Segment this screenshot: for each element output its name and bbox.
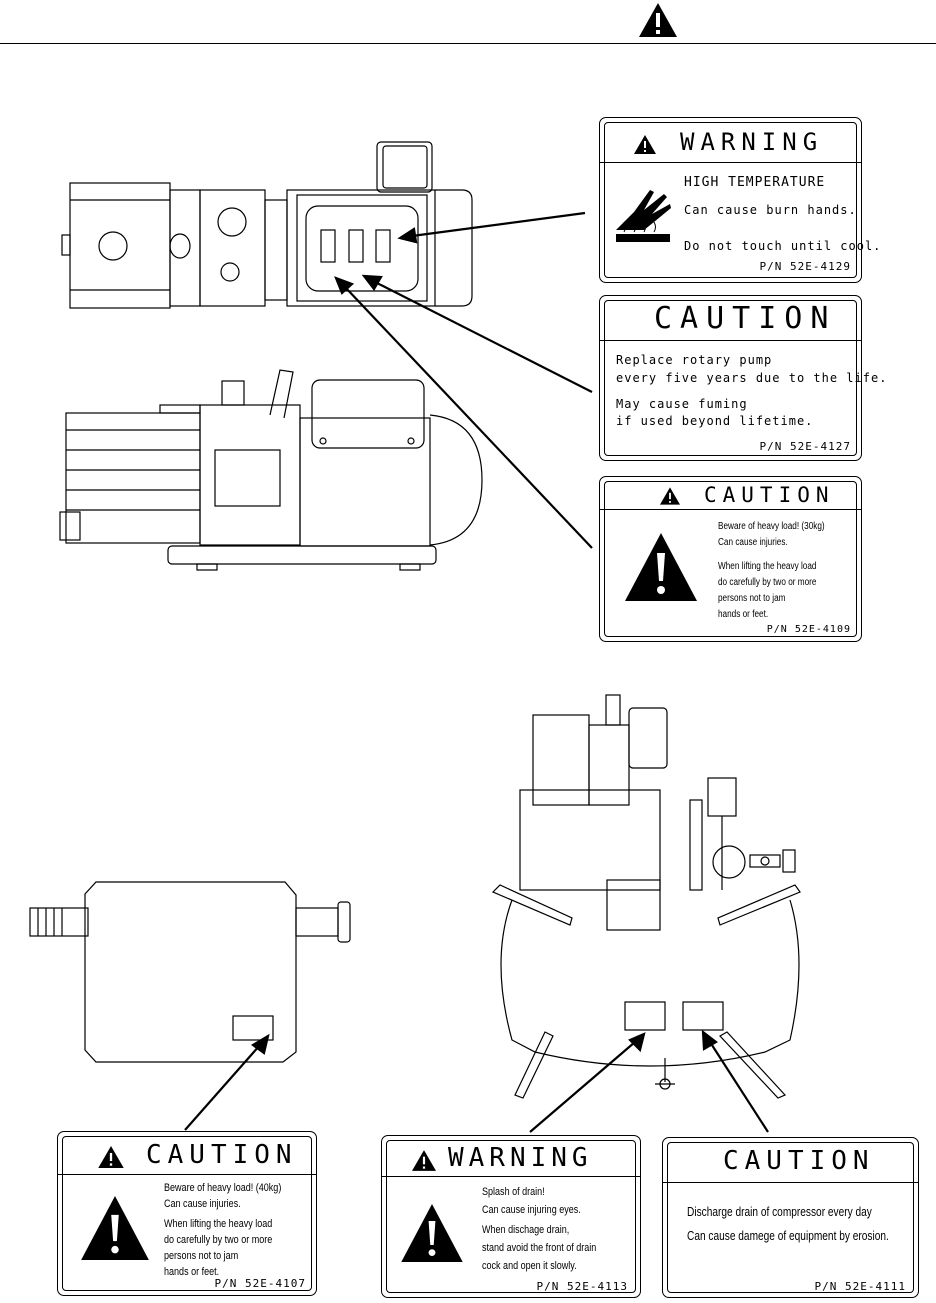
warning-label-52e-4113: WARNING Splash of drain! Can cause injur… (381, 1135, 641, 1298)
label-line: Discharge drain of compressor every day (687, 1204, 872, 1219)
exclamation-triangle-icon (401, 1204, 463, 1262)
label-line: Can cause injuries. (164, 1198, 241, 1210)
warning-triangle-icon (634, 135, 656, 154)
caution-label-52e-4127: CAUTION Replace rotary pump every five y… (599, 295, 886, 461)
label-title: CAUTION (654, 301, 837, 336)
label-line: Can cause injuring eyes. (482, 1204, 581, 1216)
label-line: Splash of drain! (482, 1186, 545, 1198)
label-line: cock and open it slowly. (482, 1260, 577, 1272)
part-number: P/N 52E-4113 (536, 1280, 628, 1293)
filter-drawing (29, 881, 351, 1063)
warning-triangle-icon (98, 1146, 124, 1168)
exclamation-triangle-icon (81, 1196, 149, 1260)
label-line: Can cause injuries. (718, 537, 788, 548)
exclamation-triangle-icon (625, 533, 697, 601)
part-number: P/N 52E-4111 (814, 1280, 906, 1293)
label-line: Do not touch until cool. (684, 239, 882, 253)
label-line: Replace rotary pump (616, 353, 773, 367)
label-line: May cause fuming (616, 397, 748, 411)
label-title: CAUTION (723, 1146, 875, 1176)
rotary-pump-top-view (61, 141, 473, 309)
warning-label-52e-4129: WARNING HIGH TEMPERATURE Can cause burn … (599, 117, 880, 283)
label-line: stand avoid the front of drain (482, 1242, 597, 1254)
label-line: When lifting the heavy load (164, 1218, 273, 1230)
leader-arrows (184, 211, 769, 1133)
warning-triangle-icon (660, 487, 680, 505)
label-line: persons not to jam (718, 593, 786, 604)
hot-hand-icon (616, 190, 671, 242)
label-title: WARNING (448, 1143, 593, 1173)
label-line: When lifting the heavy load (718, 561, 817, 572)
rotary-pump-side-view (59, 369, 483, 571)
label-line: hands or feet. (164, 1266, 220, 1278)
label-line: Can cause burn hands. (684, 203, 857, 217)
label-line: do carefully by two or more (164, 1234, 273, 1246)
label-line: do carefully by two or more (718, 577, 817, 588)
label-line: if used beyond lifetime. (616, 414, 814, 428)
part-number: P/N 52E-4129 (759, 260, 851, 273)
part-number: P/N 52E-4127 (759, 440, 851, 453)
label-title: CAUTION (704, 483, 835, 507)
label-line: Beware of heavy load! (30kg) (718, 521, 825, 532)
label-line: Beware of heavy load! (40kg) (164, 1182, 282, 1194)
label-line: When dischage drain, (482, 1224, 570, 1236)
header-rule (0, 43, 936, 44)
header-warning-triangle-icon (639, 3, 677, 37)
label-line: hands or feet. (718, 609, 769, 620)
label-line: persons not to jam (164, 1250, 239, 1262)
label-title: CAUTION (146, 1140, 298, 1170)
label-line: Can cause damege of equipment by erosion… (687, 1228, 889, 1243)
label-line: HIGH TEMPERATURE (684, 175, 826, 190)
warning-triangle-icon (412, 1150, 436, 1171)
part-number: P/N 52E-4107 (214, 1277, 306, 1290)
caution-label-52e-4109: CAUTION Beware of heavy load! (30kg) Can… (599, 476, 862, 642)
label-title: WARNING (680, 128, 824, 156)
part-number: P/N 52E-4109 (766, 624, 851, 635)
compressor-drawing (491, 694, 801, 1099)
label-line: every five years due to the life. (616, 371, 888, 385)
caution-label-52e-4111: CAUTION Discharge drain of compressor ev… (662, 1137, 919, 1298)
caution-label-52e-4107: CAUTION Beware of heavy load! (40kg) Can… (57, 1131, 317, 1296)
